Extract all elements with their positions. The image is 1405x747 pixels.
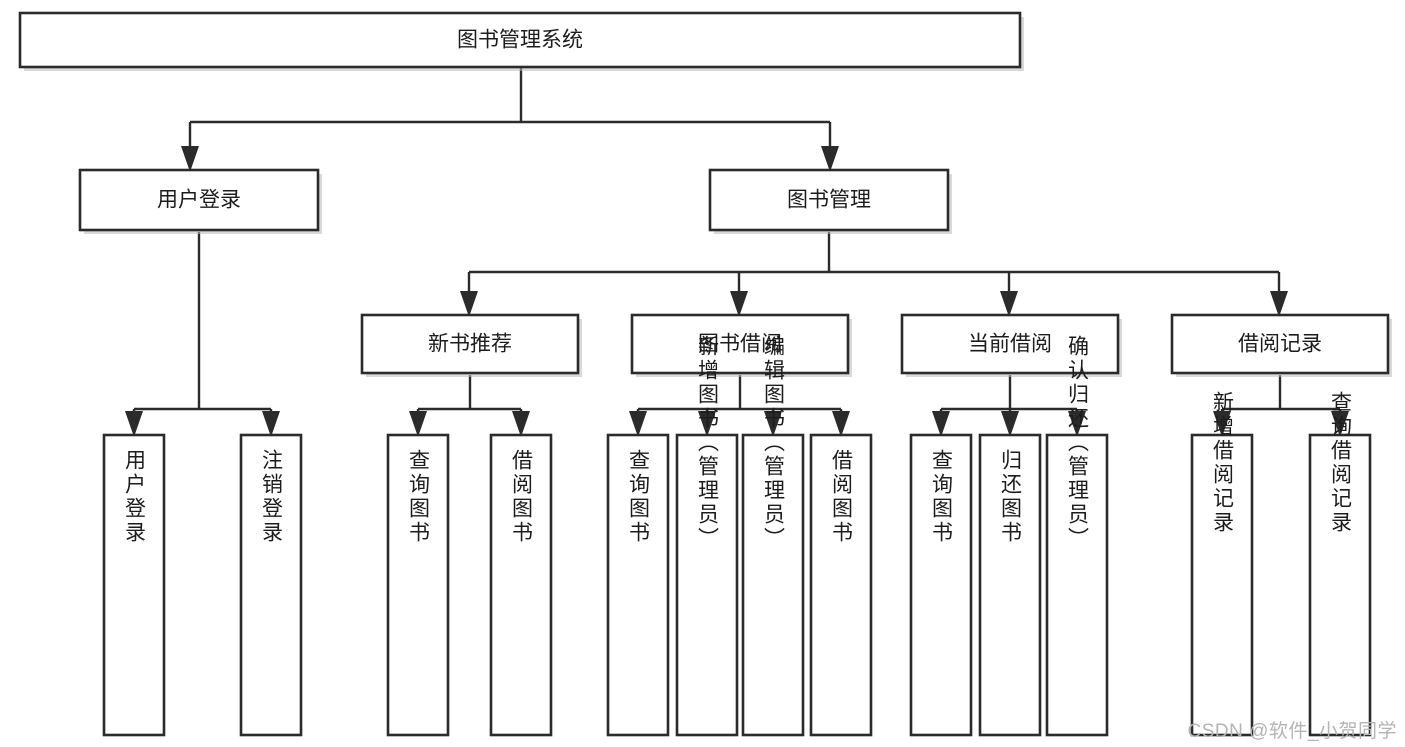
leaf-current-borrow-3-box: [1045, 433, 1109, 737]
arrow-to-current-borrow: [1000, 291, 1018, 317]
connector-bookborrow-bus: [636, 375, 843, 415]
leaf-book-borrow-2-label: 新增图书（管理员）: [696, 335, 720, 551]
leaf-new-book-1[interactable]: 查询图书: [386, 433, 450, 737]
leaf-book-borrow-1-label: 查询图书: [627, 449, 651, 545]
leaf-new-book-1-box: [386, 433, 450, 737]
node-book-manage-label: 图书管理: [787, 189, 871, 212]
connector-userlogin-bus: [132, 232, 273, 415]
node-borrow-record-box: [1170, 313, 1390, 375]
arrow-to-borrow-record: [1270, 291, 1288, 317]
leaf-user-login-2-box: [239, 433, 303, 737]
arrow-newbook-leaf-1: [409, 411, 427, 437]
node-new-book-recommend-label: 新书推荐: [428, 333, 512, 356]
leaf-book-borrow-4-label: 借阅图书: [830, 449, 854, 545]
leaf-book-borrow-4[interactable]: 借阅图书: [809, 433, 873, 737]
leaf-new-book-2-label: 借阅图书: [510, 449, 534, 545]
arrow-borrowrecord-leaf-1: [1213, 411, 1231, 437]
node-user-login-box: [78, 168, 320, 232]
csdn-watermark: CSDN @软件_小贺同学: [1187, 721, 1397, 742]
node-current-borrow-label: 当前借阅: [968, 333, 1052, 356]
node-borrow-record[interactable]: 借阅记录: [1170, 313, 1392, 377]
leaf-user-login-2[interactable]: 注销登录: [239, 433, 303, 737]
leaf-user-login-2-label: 注销登录: [260, 449, 284, 545]
leaf-current-borrow-1-box: [909, 433, 973, 737]
node-current-borrow-box: [900, 313, 1120, 375]
connector-layer: [125, 68, 1349, 437]
node-root[interactable]: 图书管理系统: [18, 11, 1024, 71]
node-book-borrow-label: 图书借阅: [698, 333, 782, 356]
connector-borrowrecord-bus: [1220, 375, 1342, 415]
leaf-book-borrow-1-box: [606, 433, 670, 737]
node-book-manage[interactable]: 图书管理: [708, 168, 952, 234]
leaf-borrow-record-2-label: 查询借阅记录: [1329, 391, 1353, 535]
arrow-to-user-login: [181, 146, 199, 172]
arrow-to-leaf-user-login: [125, 411, 143, 437]
arrow-borrowrecord-leaf-2: [1331, 411, 1349, 437]
leaf-borrow-record-1-box: [1190, 433, 1254, 737]
leaf-new-book-2[interactable]: 借阅图书: [489, 433, 553, 737]
node-book-borrow[interactable]: 图书借阅: [630, 313, 852, 377]
leaf-new-book-2-box: [489, 433, 553, 737]
connector-currentborrow-bus: [939, 375, 1079, 415]
leaf-current-borrow-3-label: 确认归还（管理员）: [1066, 335, 1090, 551]
leaf-current-borrow-2-box: [978, 433, 1042, 737]
leaf-book-borrow-3-label: 编辑图书（管理员）: [762, 335, 786, 551]
leaf-current-borrow-3[interactable]: 确认归还（管理员）: [1045, 335, 1109, 737]
leaf-book-borrow-4-box: [809, 433, 873, 737]
connector-newbook-bus: [416, 375, 523, 415]
arrow-to-book-manage: [821, 146, 839, 172]
arrow-newbook-leaf-2: [512, 411, 530, 437]
node-user-login[interactable]: 用户登录: [78, 168, 322, 234]
arrow-bookborrow-leaf-4: [832, 411, 850, 437]
leaf-book-borrow-1[interactable]: 查询图书: [606, 433, 670, 737]
leaf-current-borrow-2[interactable]: 归还图书: [978, 433, 1042, 737]
arrow-to-new-book: [460, 291, 478, 317]
leaf-current-borrow-1-label: 查询图书: [930, 449, 954, 545]
leaf-user-login-1-box: [102, 433, 166, 737]
node-root-box: [18, 11, 1022, 69]
leaf-book-borrow-2-box: [675, 433, 739, 737]
leaf-book-borrow-2[interactable]: 新增图书（管理员）: [675, 335, 739, 737]
leaf-new-book-1-label: 查询图书: [407, 449, 431, 545]
node-borrow-record-label: 借阅记录: [1238, 333, 1322, 356]
arrow-currentborrow-leaf-3: [1068, 411, 1086, 437]
leaf-current-borrow-1[interactable]: 查询图书: [909, 433, 973, 737]
node-user-login-label: 用户登录: [157, 189, 241, 212]
node-book-borrow-box: [630, 313, 850, 375]
leaf-user-login-1-label: 用户登录: [123, 449, 147, 545]
leaf-book-borrow-3-box: [741, 433, 805, 737]
leaf-current-borrow-2-label: 归还图书: [999, 449, 1023, 545]
leaf-book-borrow-3[interactable]: 编辑图书（管理员）: [741, 335, 805, 737]
leaf-borrow-record-2[interactable]: 查询借阅记录: [1308, 391, 1372, 737]
node-root-label: 图书管理系统: [457, 29, 583, 52]
connector-root-bus: [188, 68, 832, 152]
node-new-book-recommend-box: [360, 313, 580, 375]
connector-bookmanage-bus: [467, 232, 1281, 292]
leaf-user-login-1[interactable]: 用户登录: [102, 433, 166, 737]
arrow-to-book-borrow: [730, 291, 748, 317]
leaf-borrow-record-1-label: 新增借阅记录: [1211, 391, 1235, 535]
node-new-book-recommend[interactable]: 新书推荐: [360, 313, 582, 377]
node-current-borrow[interactable]: 当前借阅: [900, 313, 1122, 377]
arrow-currentborrow-leaf-1: [932, 411, 950, 437]
arrow-bookborrow-leaf-1: [629, 411, 647, 437]
arrow-bookborrow-leaf-3: [764, 411, 782, 437]
leaf-borrow-record-1[interactable]: 新增借阅记录: [1190, 391, 1254, 737]
arrow-to-leaf-logout: [262, 411, 280, 437]
arrow-currentborrow-leaf-2: [1001, 411, 1019, 437]
leaf-borrow-record-2-box: [1308, 433, 1372, 737]
arrow-bookborrow-leaf-2: [698, 411, 716, 437]
node-book-manage-box: [708, 168, 950, 232]
